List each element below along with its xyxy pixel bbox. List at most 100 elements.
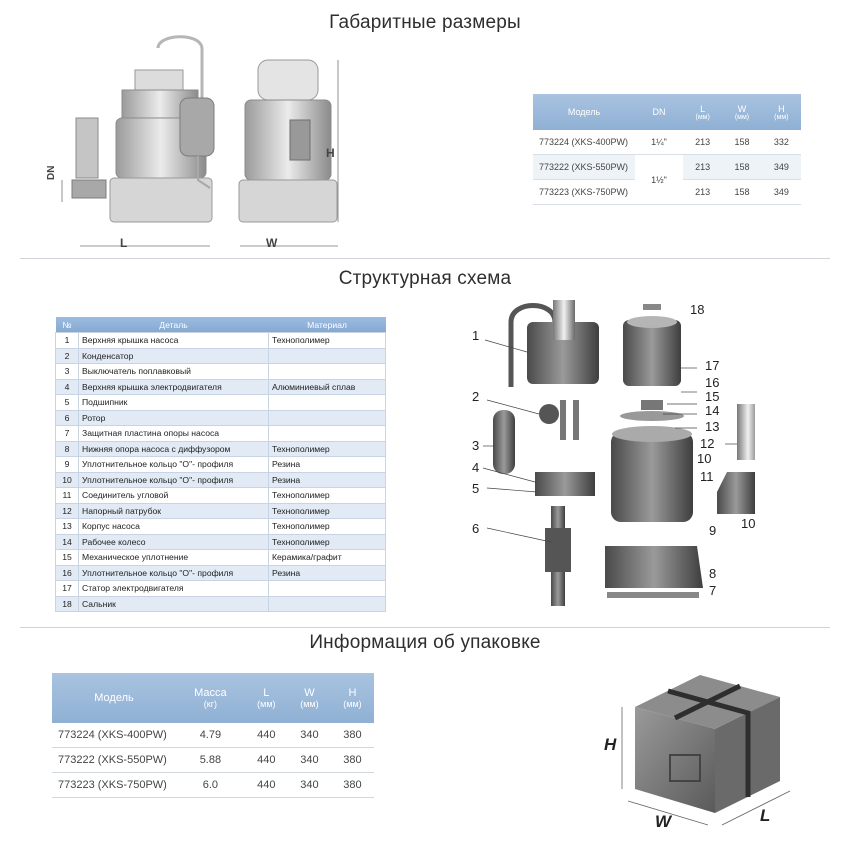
col-h: H(мм) — [330, 673, 374, 723]
cell-h: 349 — [761, 179, 801, 205]
cell-part: Напорный патрубок — [78, 502, 269, 519]
cell-material: Технополимер — [268, 440, 386, 457]
cell-mass: 6.0 — [176, 772, 245, 798]
cell-part: Подшипник — [78, 394, 269, 411]
cell-w: 340 — [287, 772, 331, 798]
cell-num: 12 — [55, 502, 79, 519]
cell-w: 340 — [287, 747, 331, 773]
cell-dn: 1½" — [635, 154, 683, 205]
table-row: 773223 (XKS-750PW) 6.0 440 340 380 — [52, 772, 374, 798]
cell-num: 5 — [55, 394, 79, 411]
packaging-title: Информация об упаковке — [309, 632, 541, 653]
dim-label-dn: DN — [46, 165, 57, 180]
pump-side-view — [71, 35, 215, 223]
dim-label-l: L — [120, 236, 128, 250]
cell-w: 340 — [287, 723, 331, 748]
divider — [20, 258, 830, 259]
cell-l: 213 — [683, 130, 723, 155]
cell-part: Корпус насоса — [78, 518, 269, 535]
cell-l: 440 — [244, 747, 288, 773]
cell-part: Конденсатор — [78, 347, 269, 364]
col-part: Деталь — [78, 317, 269, 333]
cell-num: 4 — [55, 378, 79, 395]
callout-10: 10 — [697, 451, 712, 466]
cell-num: 3 — [55, 363, 79, 380]
cell-w: 158 — [722, 130, 762, 155]
cell-mass: 4.79 — [176, 723, 245, 748]
table-row: 773222 (XKS-550PW) 1½" 213 158 349 — [533, 154, 801, 205]
callout-11: 11 — [700, 469, 714, 484]
cell-w: 158 — [722, 154, 762, 180]
cell-part: Верхняя крышка насоса — [78, 332, 269, 349]
cell-l: 440 — [244, 723, 288, 748]
dimensions-table: Модель DN L(мм) W(мм) H(мм) 773224 (XKS-… — [533, 94, 801, 205]
callout-15: 15 — [705, 389, 720, 404]
callout-14: 14 — [705, 403, 720, 418]
callout-18: 18 — [690, 302, 705, 317]
col-material: Материал — [268, 317, 386, 333]
callout-9: 9 — [709, 523, 717, 538]
cell-num: 2 — [55, 347, 79, 364]
cell-part: Сальник — [78, 595, 269, 612]
cell-material: Резина — [268, 471, 386, 488]
table-row: 773223 (XKS-750PW) 213 158 349 — [533, 179, 801, 205]
cell-part: Ротор — [78, 409, 269, 426]
table-row: 773222 (XKS-550PW) 5.88 440 340 380 — [52, 747, 374, 773]
cell-num: 17 — [55, 580, 79, 597]
cell-mass: 5.88 — [176, 747, 245, 773]
cell-h: 349 — [761, 154, 801, 180]
callout-1: 1 — [472, 328, 480, 343]
cell-part: Выключатель поплавковый — [78, 363, 269, 380]
col-w: W(мм) — [722, 94, 762, 130]
cell-material — [268, 363, 386, 380]
cell-part: Уплотнительное кольцо "О"- профиля — [78, 564, 269, 581]
cell-material — [268, 347, 386, 364]
table-row: 773224 (XKS-400PW) 4.79 440 340 380 — [52, 723, 374, 748]
cell-num: 18 — [55, 595, 79, 612]
cell-material — [268, 580, 386, 597]
pump-front-view — [238, 59, 338, 223]
cell-num: 14 — [55, 533, 79, 550]
cell-part: Уплотнительное кольцо "О"- профиля — [78, 456, 269, 473]
cell-material: Резина — [268, 564, 386, 581]
cell-num: 9 — [55, 456, 79, 473]
cell-part: Соединитель угловой — [78, 487, 269, 504]
cell-h: 332 — [761, 130, 801, 155]
cell-dn: 1¼" — [635, 130, 683, 155]
col-model: Модель — [533, 94, 635, 130]
divider — [20, 627, 830, 628]
cell-h: 380 — [330, 747, 374, 773]
cell-material: Технополимер — [268, 332, 386, 349]
cell-material: Технополимер — [268, 518, 386, 535]
callout-13: 13 — [705, 419, 720, 434]
package-box-illustration — [621, 675, 791, 826]
cell-l: 440 — [244, 772, 288, 798]
callout-4: 4 — [472, 460, 480, 475]
cell-part: Уплотнительное кольцо "О"- профиля — [78, 471, 269, 488]
pump-dimension-drawing — [61, 35, 339, 247]
col-l: L(мм) — [244, 673, 288, 723]
table-row: 773224 (XKS-400PW) 1¼" 213 158 332 — [533, 130, 801, 155]
cell-h: 380 — [330, 723, 374, 748]
callout-3: 3 — [472, 438, 480, 453]
box-label-l: L — [760, 806, 771, 825]
cell-num: 10 — [55, 471, 79, 488]
callout-16: 16 — [705, 375, 720, 390]
callout-12: 12 — [700, 436, 715, 451]
